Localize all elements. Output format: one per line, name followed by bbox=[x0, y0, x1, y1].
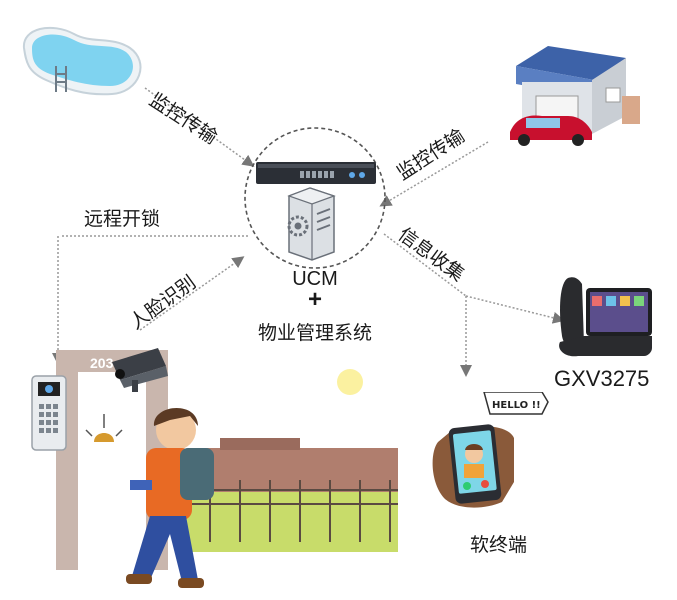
softphone-icon: HELLO !! bbox=[432, 392, 549, 508]
pool-icon bbox=[22, 26, 142, 96]
center-subtitle: 物业管理系统 bbox=[257, 322, 372, 344]
arrow-info-collection bbox=[383, 233, 467, 297]
speech-bubble bbox=[483, 392, 549, 415]
center-title: UCM bbox=[292, 268, 338, 290]
arrow-garage-to-center bbox=[379, 141, 489, 207]
label-softphone: 软终端 bbox=[470, 534, 528, 556]
gate-scene: 203 bbox=[0, 348, 400, 600]
label-remote-unlock: 远程开锁 bbox=[84, 208, 161, 230]
bell-icon bbox=[85, 414, 123, 442]
arrow-face-recognition bbox=[139, 256, 245, 331]
arrow-to-gxv bbox=[465, 295, 565, 324]
access-control-panel bbox=[31, 375, 67, 451]
label-gxv3275: GXV3275 bbox=[554, 366, 650, 391]
arrow-pool-to-center bbox=[144, 87, 255, 167]
garage-icon bbox=[510, 46, 640, 146]
grass bbox=[180, 492, 398, 552]
hub-circle bbox=[244, 127, 386, 269]
camera-icon bbox=[112, 348, 168, 392]
server-gear-icon bbox=[287, 187, 336, 261]
bubble-text: HELLO !! bbox=[492, 400, 541, 411]
gxv3275-phone-icon bbox=[559, 277, 652, 357]
center-plus: + bbox=[307, 286, 322, 313]
gate-number: 203 bbox=[90, 355, 114, 371]
walking-man bbox=[126, 407, 214, 588]
moon-icon bbox=[337, 369, 363, 395]
ucm-rack-icon bbox=[256, 162, 376, 184]
